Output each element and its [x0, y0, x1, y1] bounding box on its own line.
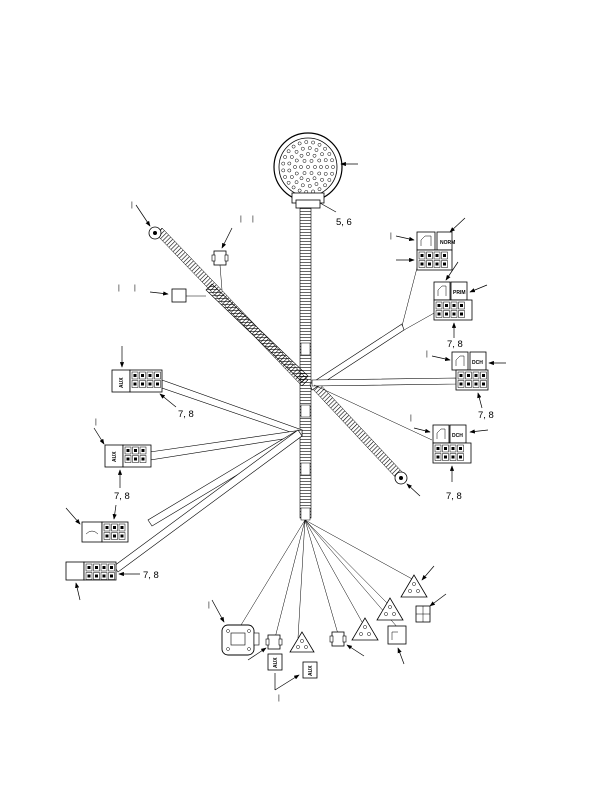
box-label: AUX: [273, 657, 279, 668]
bottom-fanout: [237, 519, 415, 639]
svg-text:|: |: [208, 602, 210, 609]
leader-arrow: [397, 647, 405, 665]
svg-text:|: |: [410, 415, 412, 422]
connector-left-bottom: [65, 561, 117, 581]
leader-arrow: [469, 429, 489, 434]
svg-text:|: |: [240, 216, 242, 223]
callout-7-8-r3: 7, 8: [446, 491, 462, 502]
leader-arrow: [431, 355, 451, 361]
leader-arrow: [211, 599, 225, 623]
box-label: AUX: [119, 377, 125, 388]
leader-arrow: [346, 644, 365, 657]
terminal-block: [415, 605, 431, 623]
leader-arrow: [274, 674, 300, 691]
svg-text:|: |: [252, 216, 254, 223]
main-trunk: [299, 207, 312, 521]
connector-bottom-aux-1: AUX: [267, 653, 283, 671]
callout-7-8-r2: 7, 8: [478, 410, 494, 421]
box-label: DCH: [472, 360, 483, 366]
svg-text:|: |: [278, 695, 280, 702]
svg-text:|: |: [134, 285, 136, 292]
connector-bottom-triangle-4: [400, 574, 428, 598]
box-label: DCH: [452, 433, 463, 439]
svg-text:|: |: [390, 233, 392, 240]
connector-right-top: NORM: [416, 231, 455, 271]
svg-text:|: |: [95, 419, 97, 426]
left-branches: [113, 379, 303, 573]
leader-arrow: [406, 483, 421, 497]
callout-7-8-l2: 7, 8: [114, 491, 130, 502]
svg-text:|: |: [118, 285, 120, 292]
connector-left-middle: AUX: [104, 444, 152, 468]
leader-line: [319, 202, 337, 213]
connector-bottom-small: [265, 634, 283, 650]
leader-arrow: [112, 504, 117, 520]
leader-arrow: [413, 427, 431, 433]
svg-text:|: |: [426, 351, 428, 358]
connector-left-upper: AUX: [111, 369, 163, 393]
leader-arrow: [75, 582, 81, 601]
tick-marks: | | | | | | | | | | |: [95, 202, 428, 702]
connector-right-lower: DCH: [432, 424, 472, 464]
connector-bottom-small-2: [329, 631, 347, 647]
box-label: AUX: [308, 665, 314, 676]
leader-arrow: [65, 507, 81, 525]
leader-arrow: [149, 291, 169, 296]
leader-arrow: [159, 393, 177, 408]
connector-right-middle: DCH: [451, 351, 489, 391]
main-circular-connector: [273, 132, 343, 209]
small-connector-b: [171, 288, 206, 303]
connector-bottom-triangle-1: [289, 631, 315, 653]
leader-arrow: [445, 261, 459, 281]
leader-arrow: [135, 204, 151, 227]
leader-arrow: [421, 565, 435, 581]
box-label: PRIM: [453, 290, 466, 296]
callout-7-8-l1: 7, 8: [178, 409, 194, 420]
connector-right-upper: PRIM: [433, 281, 473, 321]
connector-bottom-triangle-3: [376, 597, 404, 621]
callout-7-8-r1: 7, 8: [447, 339, 463, 350]
upper-left-cable: [148, 226, 309, 387]
leader-arrow: [221, 227, 233, 249]
box-label: AUX: [112, 451, 118, 462]
connector-bottom-square: [387, 625, 407, 645]
small-connector-a: [211, 250, 229, 291]
right-branches: [309, 263, 457, 441]
lower-right-cable: [309, 379, 408, 485]
leader-arrow: [469, 284, 488, 293]
connector-left-lower: [81, 521, 129, 543]
connector-bottom-aux-2: AUX: [302, 661, 318, 679]
leader-arrow: [449, 217, 466, 233]
leader-arrow: [429, 593, 447, 607]
connector-bottom-triangle-2: [351, 617, 379, 641]
svg-text:|: |: [131, 202, 133, 209]
leader-arrow: [247, 647, 267, 661]
leader-arrow: [477, 392, 483, 409]
connector-bottom-large: [221, 624, 260, 656]
leader-arrow: [395, 235, 415, 241]
callout-5-6: 5, 6: [336, 217, 352, 228]
callout-7-8-l3: 7, 8: [143, 570, 159, 581]
box-label: NORM: [440, 240, 455, 246]
leader-arrow: [93, 427, 105, 445]
